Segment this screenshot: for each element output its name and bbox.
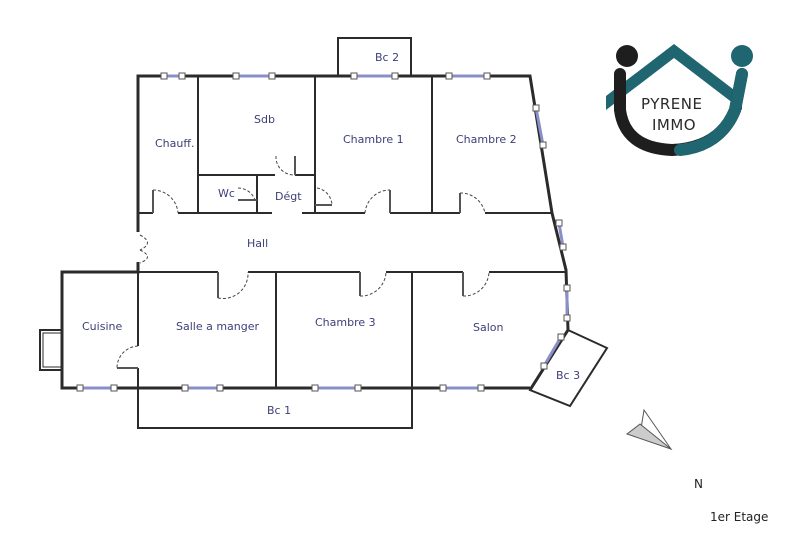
- door-swings: [116, 155, 490, 369]
- room-label-hall: Hall: [247, 237, 268, 250]
- door-leaves: [117, 156, 464, 369]
- north-arrow-icon: [625, 408, 673, 451]
- room-label-sdb: Sdb: [254, 113, 275, 126]
- room-label-chambre3: Chambre 3: [315, 316, 376, 329]
- window-frames: [76, 72, 571, 392]
- kitchen-bay: [39, 329, 62, 371]
- north-label: N: [694, 477, 703, 491]
- floor-label: 1er Etage: [710, 510, 769, 524]
- pyrene-immo-logo: PYRENE IMMO: [606, 44, 753, 157]
- room-label-cuisine: Cuisine: [82, 320, 122, 333]
- room-label-chambre1: Chambre 1: [343, 133, 404, 146]
- room-label-degt: Dégt: [275, 190, 302, 203]
- logo-line1: PYRENE: [641, 95, 702, 113]
- balcony-bc3: [528, 328, 609, 408]
- logo-line2: IMMO: [652, 116, 696, 134]
- room-label-chambre2: Chambre 2: [456, 133, 517, 146]
- interior-walls: [137, 76, 566, 388]
- room-label-bc2: Bc 2: [375, 51, 399, 64]
- room-label-bc3: Bc 3: [556, 369, 580, 382]
- room-label-salle-a-manger: Salle a manger: [176, 320, 260, 333]
- room-label-wc: Wc: [218, 187, 235, 200]
- room-label-salon: Salon: [473, 321, 504, 334]
- windows: [80, 74, 569, 390]
- room-label-chauff: Chauff.: [155, 137, 194, 150]
- room-label-bc1: Bc 1: [267, 404, 291, 417]
- balcony-bc2: [337, 37, 412, 76]
- balcony-bc1: [137, 388, 413, 429]
